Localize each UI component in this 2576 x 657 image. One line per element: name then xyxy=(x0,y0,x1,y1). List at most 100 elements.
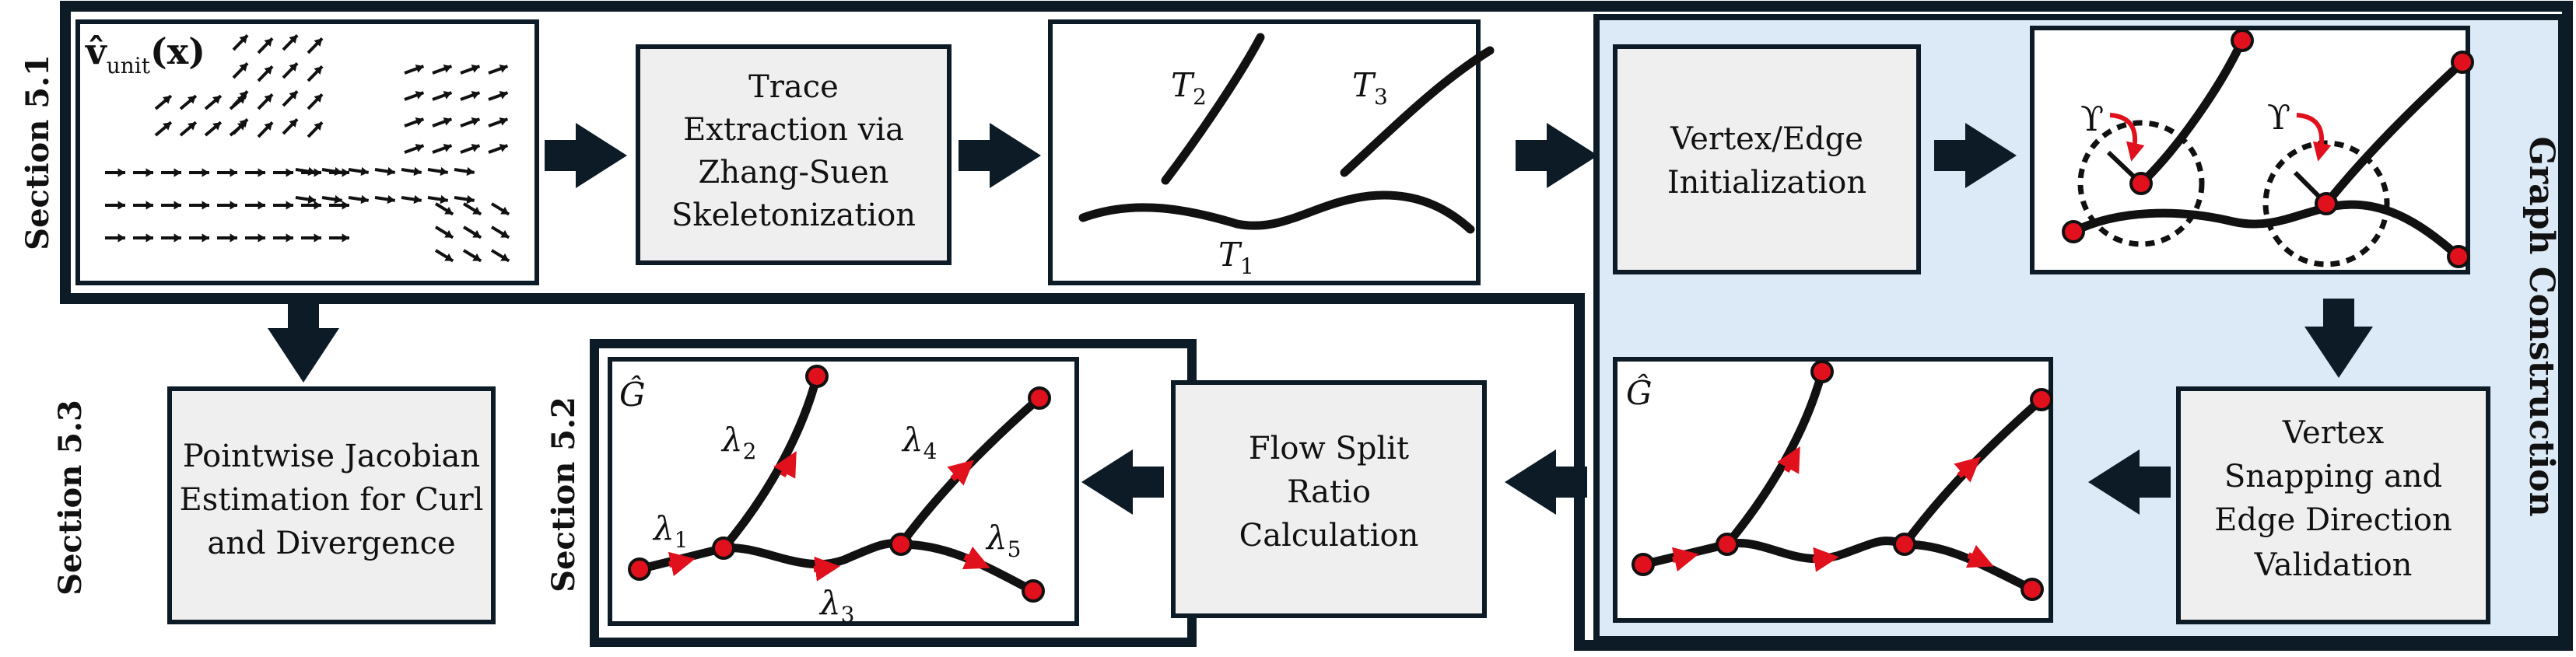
lambda-4-label: λ4 xyxy=(901,421,937,464)
field-arrow-head xyxy=(360,166,369,176)
field-arrow-head xyxy=(314,94,323,103)
field-arrow-head xyxy=(286,233,293,243)
field-arrow-head xyxy=(188,96,196,104)
field-arrow-head xyxy=(500,253,510,261)
field-arrow-head xyxy=(173,233,181,243)
field-arrow-head xyxy=(314,38,323,47)
init-graph-panel: ϒ ϒ xyxy=(2030,26,2474,274)
jacobian-box-line: Pointwise Jacobian xyxy=(183,439,480,474)
field-arrow-head xyxy=(444,229,454,238)
field-arrow-head xyxy=(500,206,510,215)
field-arrow-head xyxy=(258,233,265,243)
field-arrow-head xyxy=(342,168,349,177)
field-arrow-head xyxy=(230,168,237,177)
field-arrow-head xyxy=(314,66,323,75)
field-arrow-head xyxy=(145,201,153,210)
field-arrow-head xyxy=(444,206,454,215)
field-arrow-head xyxy=(145,168,153,177)
trace-extraction-box: Trace Extraction via Zhang-Suen Skeleton… xyxy=(636,44,952,265)
field-arrow-head xyxy=(188,122,196,131)
flow-arrow-right xyxy=(1934,123,2017,188)
field-arrow-head xyxy=(444,253,454,261)
field-arrow-head xyxy=(117,233,125,243)
section-5-1-outline xyxy=(60,1,2573,651)
field-arrow-head xyxy=(163,122,171,131)
field-arrow-head xyxy=(472,253,482,261)
field-arrow-head xyxy=(360,194,369,204)
field-arrow-head xyxy=(286,201,293,210)
field-arrow-head xyxy=(413,166,422,176)
field-arrow-head xyxy=(239,63,248,72)
field-arrow-head xyxy=(387,166,395,176)
field-arrow-head xyxy=(499,64,508,73)
trace-box-line: Trace xyxy=(748,69,839,105)
vertex-snapping-box: Vertex Snapping and Edge Direction Valid… xyxy=(2176,386,2490,624)
trace-T2 xyxy=(1161,33,1265,185)
field-arrow-head xyxy=(334,194,342,204)
field-arrow-head xyxy=(342,201,349,210)
section-5-3-label: Section 5.3 xyxy=(52,400,89,596)
lambda-1-label: λ1 xyxy=(652,509,688,553)
trace-box-line: Skeletonization xyxy=(671,197,916,233)
flow-arrows xyxy=(268,123,2373,515)
flow-arrow-right xyxy=(959,123,1041,188)
field-arrow-head xyxy=(258,168,265,177)
field-arrow-head xyxy=(212,122,221,131)
field-arrow-head xyxy=(117,168,125,177)
flow-arrow-right xyxy=(545,123,627,188)
flow-box-line: Calculation xyxy=(1239,518,1419,554)
vfield-label: v̂unit(x) xyxy=(85,30,205,79)
field-arrow-head xyxy=(307,194,316,204)
field-arrow-head xyxy=(264,66,273,75)
label-T2: T2 xyxy=(1171,66,1207,110)
field-arrow-head xyxy=(471,143,480,152)
field-arrow-head xyxy=(230,233,237,243)
field-arrow-head xyxy=(314,201,321,210)
flow-arrow-left xyxy=(2088,449,2171,515)
snap-box-line: Snapping and xyxy=(2224,459,2442,494)
field-arrow-head xyxy=(258,201,265,210)
field-arrow-head xyxy=(163,96,171,104)
init-box-line: Vertex/Edge xyxy=(1670,121,1863,157)
field-arrow-head xyxy=(440,194,448,204)
field-arrow-head xyxy=(230,201,237,210)
field-arrow-head xyxy=(212,96,221,104)
field-arrow-head xyxy=(471,117,480,126)
section-5-1-label: Section 5.1 xyxy=(19,54,56,250)
snap-box-line: Edge Direction xyxy=(2214,502,2452,538)
field-arrow-head xyxy=(415,64,424,73)
graph-construction-label: Graph Construction xyxy=(2522,136,2561,516)
snap-box-line: Vertex xyxy=(2282,415,2385,451)
field-arrow-head xyxy=(314,168,321,177)
field-arrow-head xyxy=(472,229,482,238)
flow-arrow-down xyxy=(268,299,339,383)
field-arrow-head xyxy=(202,201,209,210)
vector-field-panel: v̂unit(x) xyxy=(75,19,539,285)
lambda-graph-panel: Ĝ λ1 λ2 λ3 λ4 λ5 xyxy=(608,357,1079,627)
field-arrow-head xyxy=(117,201,125,210)
ghat-label: Ĝ xyxy=(1626,373,1652,412)
field-arrow-head xyxy=(289,119,298,128)
field-arrow-head xyxy=(342,233,349,243)
field-arrow-head xyxy=(307,166,316,176)
field-arrow-head xyxy=(237,122,246,131)
field-arrow-head xyxy=(471,64,480,73)
field-arrow-head xyxy=(334,166,342,176)
field-arrow-head xyxy=(443,117,452,126)
flow-arrow-left xyxy=(1505,449,1587,515)
field-arrow-head xyxy=(314,122,323,131)
directed-graph-panel-right: Ĝ xyxy=(1613,357,2053,623)
init-box-line: Initialization xyxy=(1667,165,1866,201)
field-arrow-head xyxy=(443,143,452,152)
flow-box-line: Ratio xyxy=(1287,474,1371,510)
field-arrow-head xyxy=(289,35,298,44)
field-arrow-head xyxy=(173,201,181,210)
vertex-edge-init-box: Vertex/Edge Initialization xyxy=(1613,44,1921,274)
field-arrow-head xyxy=(264,94,273,103)
lambda-3-label: λ3 xyxy=(818,584,854,627)
lambda-2-label: λ2 xyxy=(720,421,756,464)
lambda-5-label: λ5 xyxy=(985,519,1021,562)
field-arrow-head xyxy=(440,166,448,176)
field-arrow-head xyxy=(443,90,452,100)
